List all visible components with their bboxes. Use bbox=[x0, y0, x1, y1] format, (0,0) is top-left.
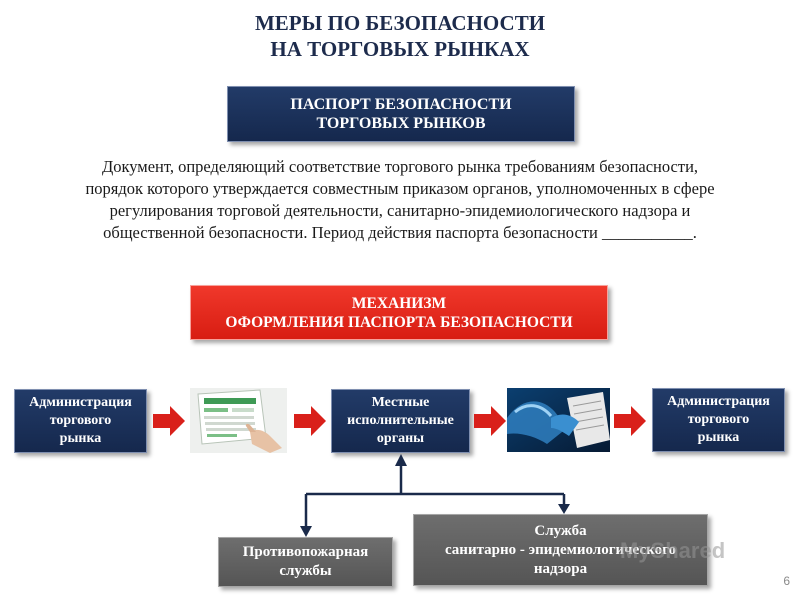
description-line1: Документ, определяющий соответствие торг… bbox=[101, 157, 699, 176]
sanitary-service-line3: надзора bbox=[533, 560, 588, 577]
slide-title: МЕРЫ ПО БЕЗОПАСНОСТИ НА ТОРГОВЫХ РЫНКАХ bbox=[0, 10, 800, 62]
passport-box-line2: ТОРГОВЫХ РЫНКОВ bbox=[316, 115, 486, 132]
local-bodies-line2: исполнительные bbox=[347, 413, 454, 428]
description-line4: общественной безопасности. Период действ… bbox=[103, 223, 697, 242]
mechanism-box-line2: ОФОРМЛЕНИЯ ПАСПОРТА БЕЗОПАСНОСТИ bbox=[225, 313, 573, 331]
arrow-right-icon bbox=[153, 406, 185, 436]
sanitary-service-line1: Служба bbox=[534, 522, 587, 539]
mechanism-box: МЕХАНИЗМ ОФОРМЛЕНИЯ ПАСПОРТА БЕЗОПАСНОСТ… bbox=[190, 285, 608, 340]
admin-right-box: Администрация торгового рынка bbox=[652, 388, 785, 452]
watermark: MyShared bbox=[620, 538, 726, 563]
arrow-right-icon bbox=[474, 406, 506, 436]
slide-number: 6 bbox=[783, 574, 790, 588]
description-line2: порядок которого утверждается совместным… bbox=[85, 179, 715, 198]
admin-left-line2: торгового bbox=[49, 413, 112, 428]
fire-service-line2: службы bbox=[279, 563, 332, 579]
fire-service-box: Противопожарная службы bbox=[218, 537, 393, 587]
admin-left-line1: Администрация bbox=[29, 395, 132, 410]
passport-description: Документ, определяющий соответствие торг… bbox=[30, 156, 770, 244]
local-bodies-line1: Местные bbox=[371, 395, 430, 410]
admin-right-line1: Администрация bbox=[667, 394, 770, 409]
fire-service-line1: Противопожарная bbox=[242, 544, 369, 560]
touchscreen-image bbox=[190, 388, 287, 453]
sanitary-service-line2: санитарно - эпидемиологического bbox=[444, 541, 677, 558]
passport-box-line1: ПАСПОРТ БЕЗОПАСНОСТИ bbox=[290, 96, 512, 113]
admin-right-line2: торгового bbox=[687, 412, 750, 427]
arrow-right-icon bbox=[294, 406, 326, 436]
local-bodies-line3: органы bbox=[376, 431, 425, 446]
document-handover-image bbox=[507, 388, 610, 452]
slide-title-line2: НА ТОРГОВЫХ РЫНКАХ bbox=[270, 37, 530, 61]
local-bodies-box: Местные исполнительные органы bbox=[331, 389, 470, 453]
passport-box: ПАСПОРТ БЕЗОПАСНОСТИ ТОРГОВЫХ РЫНКОВ bbox=[227, 86, 575, 142]
admin-left-line3: рынка bbox=[59, 431, 102, 446]
slide-title-line1: МЕРЫ ПО БЕЗОПАСНОСТИ bbox=[254, 11, 546, 35]
admin-right-line3: рынка bbox=[697, 430, 740, 445]
admin-left-box: Администрация торгового рынка bbox=[14, 389, 147, 453]
arrow-right-icon bbox=[614, 406, 646, 436]
description-line3: регулирования торговой деятельности, сан… bbox=[109, 201, 691, 220]
mechanism-box-line1: МЕХАНИЗМ bbox=[351, 294, 447, 312]
sanitary-service-box: Служба санитарно - эпидемиологического н… bbox=[413, 514, 708, 586]
